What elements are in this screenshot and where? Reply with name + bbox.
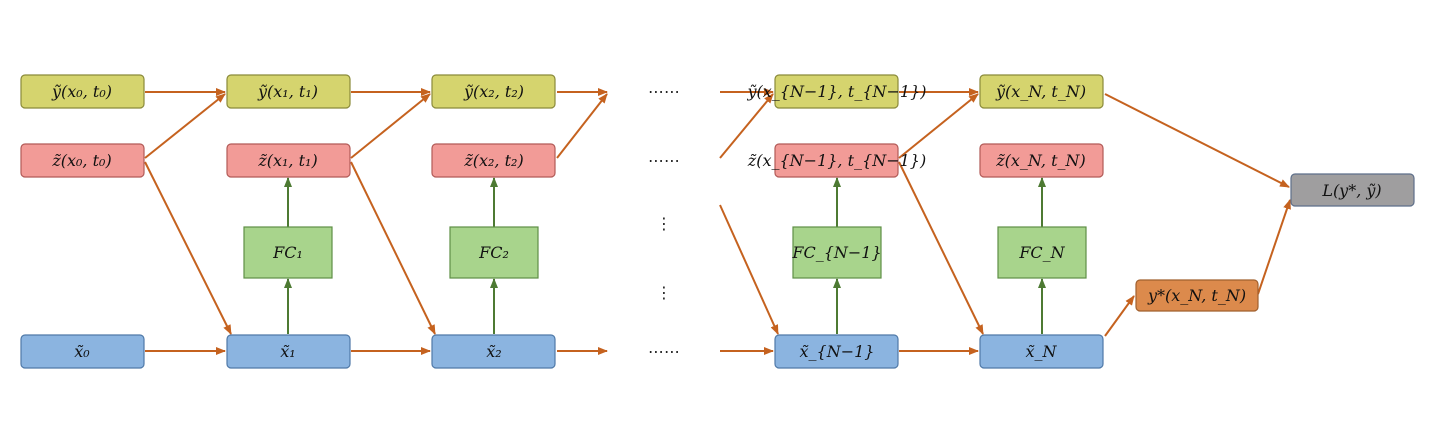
label-yN: ỹ(x_N, t_N): [995, 82, 1086, 101]
node-ystar: [1135, 279, 1259, 312]
orange-arrows: [144, 88, 1291, 355]
node-z2: [431, 143, 556, 178]
label-z1: z̃(x₁, t₁): [257, 151, 317, 170]
arrow-dots-yN1-diag: [719, 93, 774, 159]
green-arrows: [284, 177, 1046, 334]
hdots-x-row: ⋯⋯: [648, 342, 680, 361]
vdots-lower: ⋮: [656, 283, 672, 302]
arrow-z1-x2: [350, 161, 436, 335]
label-y0: ỹ(x₀, t₀): [51, 82, 112, 101]
ellipsis-markers: ⋯⋯ ⋯⋯ ⋮ ⋮ ⋯⋯: [648, 82, 680, 361]
label-y2: ỹ(x₂, t₂): [463, 82, 524, 101]
node-fcN1: [792, 226, 882, 279]
y-row: [20, 74, 1104, 109]
label-zN: z̃(x_N, t_N): [995, 151, 1086, 170]
label-xN: x̃_N: [1025, 342, 1057, 361]
label-zN1: z̃(x_{N−1}, t_{N−1}): [747, 151, 926, 170]
arrow-z2-dots: [556, 93, 608, 159]
fc-row: [243, 226, 1087, 279]
z-row: [20, 143, 1104, 178]
label-fcN1: FC_{N−1}: [791, 243, 881, 262]
label-x0: x̃₀: [74, 342, 90, 361]
label-z0: z̃(x₀, t₀): [51, 151, 111, 170]
hdots-z-row: ⋯⋯: [648, 151, 680, 170]
node-x1: [226, 334, 351, 369]
label-yN1: ỹ(x_{N−1}, t_{N−1}): [746, 82, 926, 101]
node-loss: [1290, 173, 1415, 207]
label-xN1: x̃_{N−1}: [800, 342, 875, 361]
arrow-yN-loss: [1104, 93, 1290, 188]
label-ystar: y*(x_N, t_N): [1147, 286, 1246, 305]
arrow-ystar-loss: [1257, 199, 1291, 295]
arrow-xN-ystar: [1104, 295, 1135, 337]
label-fc1: FC₁: [272, 243, 303, 262]
label-x1: x̃₁: [280, 342, 295, 361]
node-y2: [431, 74, 556, 109]
label-fcN: FC_N: [1018, 243, 1065, 262]
node-xN1: [774, 334, 899, 369]
label-loss: L(y*, ỹ): [1321, 181, 1381, 200]
label-fc2: FC₂: [478, 243, 509, 262]
node-z0: [20, 143, 145, 178]
node-fcN: [997, 226, 1087, 279]
node-x0: [20, 334, 145, 369]
arrow-zN1-yN: [898, 93, 979, 159]
node-yN: [979, 74, 1104, 109]
node-xN: [979, 334, 1104, 369]
label-x2: x̃₂: [486, 342, 501, 361]
node-y1: [226, 74, 351, 109]
node-zN: [979, 143, 1104, 178]
arrow-z1-y2: [350, 93, 431, 159]
arrow-zN1-xN: [898, 161, 984, 335]
node-z1: [226, 143, 351, 178]
label-y1: ỹ(x₁, t₁): [257, 82, 318, 101]
vdots-upper: ⋮: [656, 214, 672, 233]
x-row: [20, 334, 1104, 369]
arrow-dots-xN1-diag: [719, 204, 779, 335]
node-labels: ỹ(x₀, t₀) ỹ(x₁, t₁) ỹ(x₂, t₂) ỹ(x_{N−1},…: [51, 82, 1382, 361]
arrow-z0-y1: [144, 93, 226, 159]
node-fc2: [449, 226, 539, 279]
node-x2: [431, 334, 556, 369]
label-z2: z̃(x₂, t₂): [463, 151, 523, 170]
node-y0: [20, 74, 145, 109]
hdots-y-row: ⋯⋯: [648, 82, 680, 101]
node-zN1: [774, 143, 899, 178]
node-fc1: [243, 226, 333, 279]
node-yN1: [774, 74, 899, 109]
arrow-z0-x1: [144, 161, 232, 335]
